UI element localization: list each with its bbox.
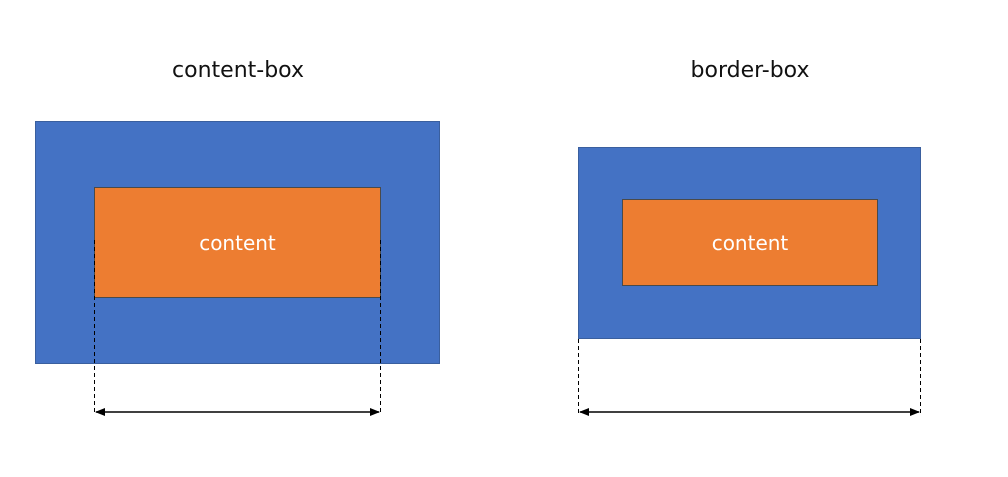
border-box-content-label: content bbox=[711, 230, 789, 255]
border-box-width-measure bbox=[578, 339, 921, 416]
content-box-content-area: content bbox=[94, 187, 381, 298]
border-box-title: border-box bbox=[690, 58, 810, 83]
content-box-content-label: content bbox=[199, 230, 276, 255]
border-box-content-area: content bbox=[622, 199, 878, 286]
content-box-title: content-box bbox=[172, 58, 304, 83]
content-box-width-measure bbox=[94, 240, 381, 416]
